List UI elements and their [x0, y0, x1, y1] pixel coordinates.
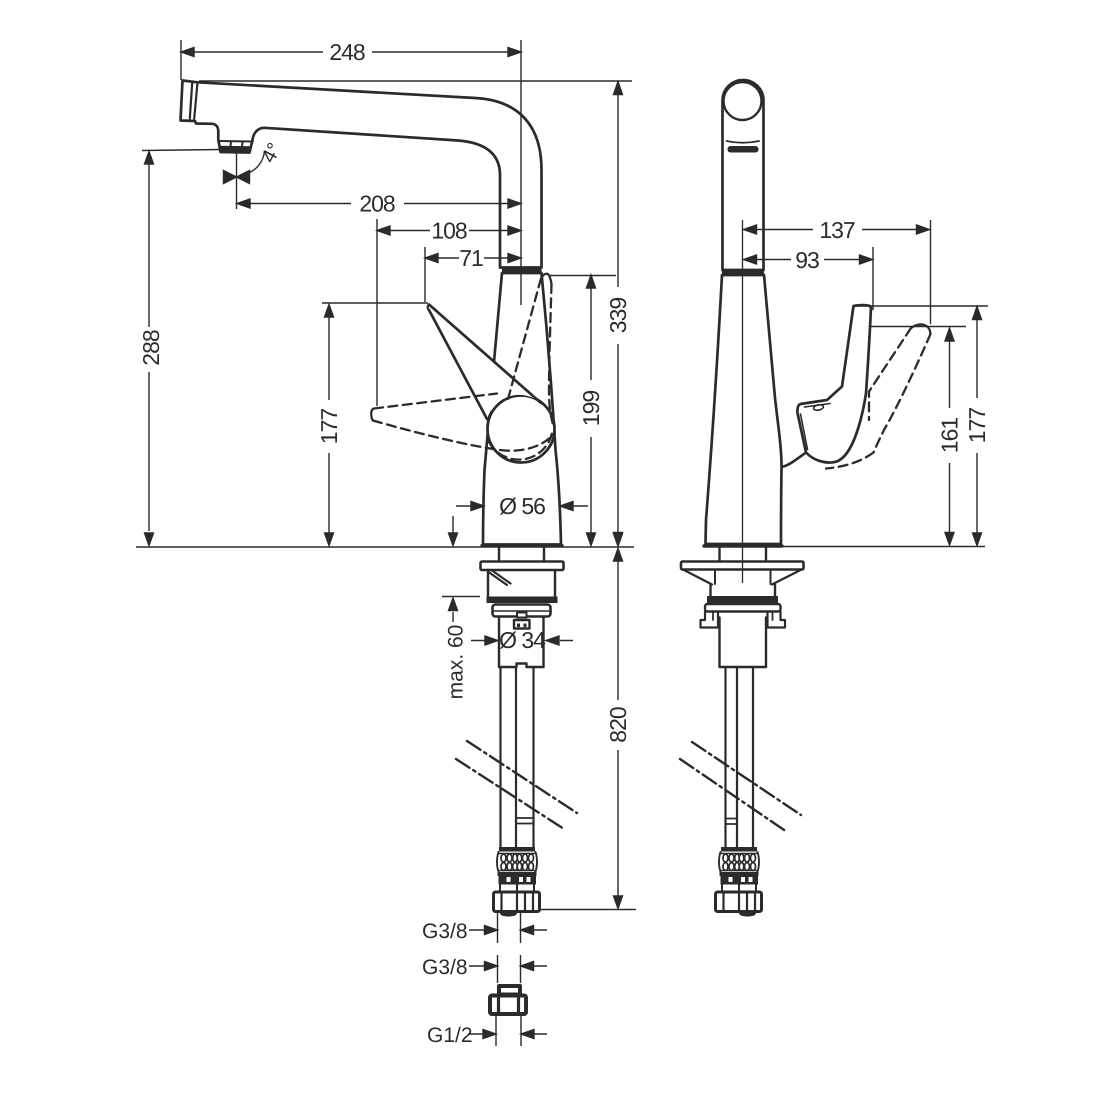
svg-text:max. 60: max. 60 [445, 625, 468, 700]
svg-text:177: 177 [964, 408, 990, 444]
svg-text:177: 177 [316, 409, 342, 445]
svg-text:288: 288 [138, 330, 164, 366]
svg-text:71: 71 [459, 245, 483, 271]
svg-text:339: 339 [605, 298, 631, 334]
svg-text:161: 161 [937, 418, 963, 454]
svg-text:199: 199 [578, 391, 604, 427]
svg-text:248: 248 [329, 39, 365, 65]
svg-text:G1/2: G1/2 [427, 1024, 473, 1047]
svg-text:820: 820 [605, 707, 631, 743]
svg-text:108: 108 [431, 218, 467, 244]
svg-text:93: 93 [795, 247, 819, 273]
svg-text:137: 137 [819, 217, 855, 243]
svg-text:G3/8: G3/8 [422, 956, 468, 979]
svg-text:G3/8: G3/8 [422, 920, 468, 943]
svg-text:208: 208 [359, 191, 395, 217]
svg-text:Ø 56: Ø 56 [499, 493, 545, 519]
svg-text:Ø 34: Ø 34 [499, 627, 546, 653]
